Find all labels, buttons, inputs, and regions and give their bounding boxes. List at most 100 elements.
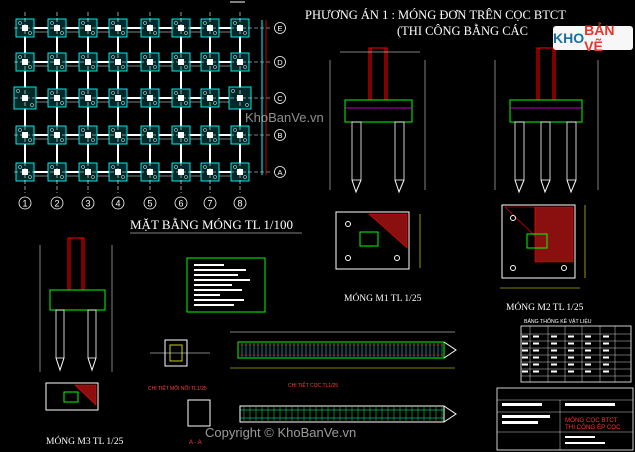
footing-m3-title: MÓNG M3 TL 1/25 [46, 435, 124, 447]
table-cell [551, 370, 557, 373]
plan-row-bubble: C [274, 92, 286, 104]
title-block [496, 387, 634, 451]
pile-detail-top [230, 331, 457, 369]
note-line [194, 289, 242, 291]
table-cell [568, 370, 574, 373]
plan-row-label: C [277, 94, 283, 103]
footing-m1-section [329, 47, 426, 194]
table-cell [551, 349, 557, 352]
table-cell [533, 335, 539, 338]
table-cell [533, 342, 539, 345]
plan-column-label: 3 [85, 199, 90, 209]
table-cell [568, 363, 574, 366]
table-cell [585, 342, 591, 345]
table-cell [522, 363, 528, 366]
note-line [194, 264, 224, 266]
table-cell [603, 335, 609, 338]
watermark-bottom: Copyright © KhoBanVe.vn [205, 425, 356, 440]
table-cell [533, 370, 539, 373]
brand-logo-text-2: BẢN VẼ [584, 22, 615, 54]
plan-row-bubble: E [274, 22, 286, 34]
plan-column-bubble: 7 [203, 196, 217, 210]
plan-column-bubble: 4 [111, 196, 125, 210]
section-aa-label: A - A [189, 440, 202, 446]
footing-m3-section [39, 237, 113, 372]
plan-row-bubble: B [274, 129, 286, 141]
plan-column-label: 6 [178, 199, 183, 209]
joint-detail [150, 339, 210, 367]
footing-m1-plan [335, 211, 421, 270]
plan-column-label: 4 [115, 199, 120, 209]
foundation-plan: 1 2 3 4 5 6 7 8 A B C D E [13, 1, 286, 210]
table-cell [603, 363, 609, 366]
watermark-center: KhoBanVe.vn [245, 110, 324, 125]
footing-m2-title: MÓNG M2 TL 1/25 [506, 301, 584, 313]
plan-column-bubble: 2 [50, 196, 64, 210]
table-cell [603, 356, 609, 359]
table-cell [551, 335, 557, 338]
title-block-line1: MÓNG CỌC BTCT [565, 417, 618, 424]
materials-table-title: BẢNG THỐNG KÊ VẬT LIỆU [524, 317, 592, 325]
table-cell [603, 342, 609, 345]
note-line [194, 304, 234, 306]
table-cell [522, 349, 528, 352]
main-title-line2: (THI CÔNG BẰNG CÁC [397, 23, 528, 38]
plan-column-bubble: 3 [81, 196, 95, 210]
table-cell [533, 363, 539, 366]
pile-detail-title: CHI TIẾT CỌC TL1/25 [288, 382, 338, 389]
plan-column-label: 5 [147, 199, 152, 209]
note-line [194, 279, 250, 281]
plan-row-bubble: D [274, 56, 286, 68]
footing-m2-section [494, 47, 599, 194]
table-cell [522, 356, 528, 359]
note-line [194, 299, 244, 301]
table-cell [568, 356, 574, 359]
table-cell [603, 349, 609, 352]
plan-row-label: D [277, 58, 283, 67]
plan-title: MẶT BẰNG MÓNG TL 1/100 [130, 217, 293, 232]
plan-column-label: 8 [237, 199, 242, 209]
table-cell [568, 335, 574, 338]
table-cell [551, 342, 557, 345]
joint-detail-title: CHI TIẾT MỐI NỐI TL1/25 [148, 385, 207, 392]
brand-logo-text-1: KHO [553, 30, 585, 46]
plan-column-bubble: 8 [233, 196, 247, 210]
plan-column-bubble: 1 [18, 196, 32, 210]
note-line [194, 284, 232, 286]
footing-m3-plan [45, 382, 99, 411]
notes-block [186, 257, 266, 313]
plan-column-label: 1 [22, 199, 27, 209]
table-cell [522, 335, 528, 338]
table-cell [585, 356, 591, 359]
plan-column-label: 7 [207, 199, 212, 209]
footing-m2-plan [500, 204, 586, 289]
plan-column-label: 2 [54, 199, 59, 209]
table-cell [533, 356, 539, 359]
table-cell [585, 349, 591, 352]
table-cell [568, 342, 574, 345]
pile-detail-bottom [187, 399, 457, 427]
plan-row-label: E [277, 24, 282, 33]
table-cell [585, 363, 591, 366]
footing-m1-title: MÓNG M1 TL 1/25 [344, 292, 422, 304]
plan-row-label: A [277, 168, 282, 177]
plan-row-bubble: A [274, 166, 286, 178]
table-cell [585, 335, 591, 338]
materials-table [520, 325, 632, 383]
table-cell [603, 370, 609, 373]
plan-column-bubble: 5 [143, 196, 157, 210]
plan-column-bubble: 6 [174, 196, 188, 210]
title-block-line2: THI CÔNG ÉP CỌC [565, 424, 621, 431]
note-line [194, 294, 220, 296]
table-cell [522, 342, 528, 345]
note-line [194, 274, 238, 276]
table-cell [522, 370, 528, 373]
table-cell [533, 349, 539, 352]
table-cell [568, 349, 574, 352]
main-title-line1: PHƯƠNG ÁN 1 : MÓNG ĐƠN TRÊN CỌC BTCT [305, 8, 566, 22]
table-cell [585, 370, 591, 373]
table-cell [551, 363, 557, 366]
plan-row-label: B [277, 131, 282, 140]
